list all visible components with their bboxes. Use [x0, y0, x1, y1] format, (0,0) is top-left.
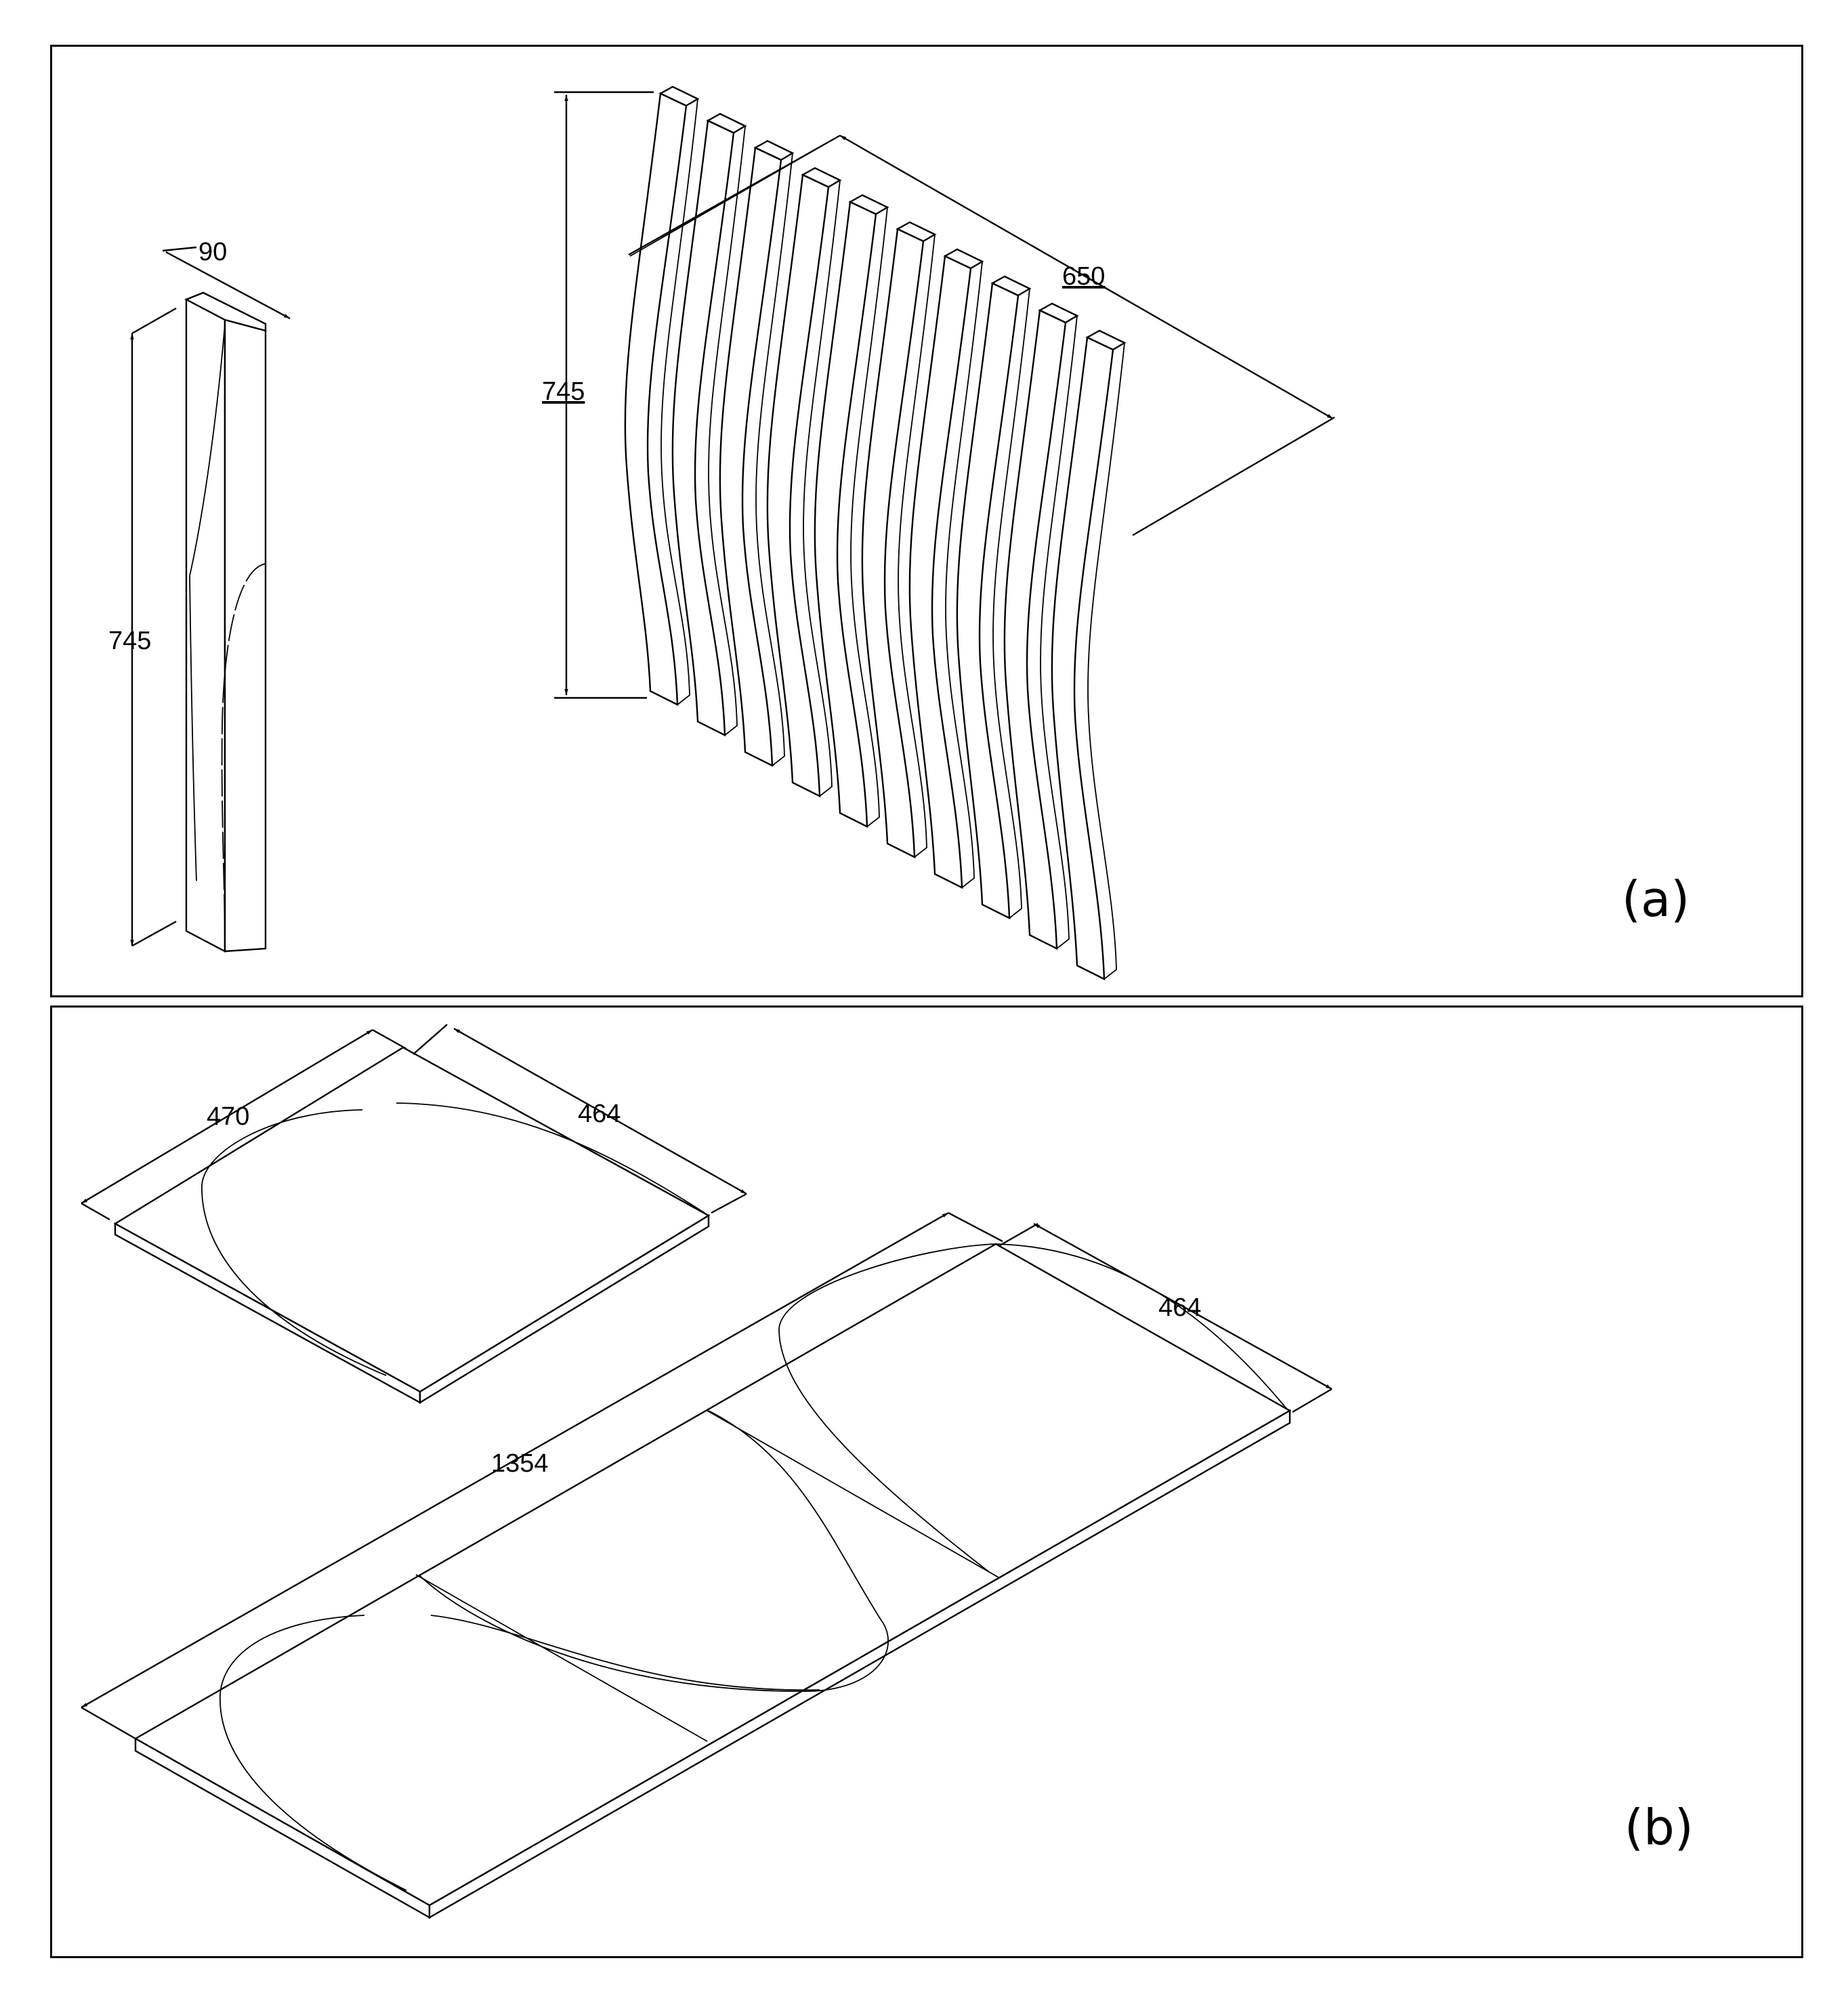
assembly-width-dimension: 650 [1062, 262, 1105, 291]
panel-a-label: (a) [1622, 871, 1689, 928]
plate-width-dimension: 464 [578, 1100, 621, 1128]
strip-thickness-dimension: 90 [198, 238, 227, 266]
slat [624, 85, 700, 706]
assembly-length-dimension: 1354 [491, 1449, 549, 1478]
plate-length-dimension: 470 [207, 1102, 249, 1131]
panel-b-label: (b) [1624, 1799, 1694, 1856]
slat [671, 112, 747, 737]
strip-height-dimension: 745 [108, 627, 151, 655]
slat [766, 167, 842, 797]
slat [719, 140, 795, 767]
plate-assembly [133, 1243, 1292, 1920]
slat [1051, 329, 1127, 980]
single-strip [130, 246, 291, 953]
assembly-height-dimension: 745 [542, 377, 585, 406]
assembly-plate-width-dimension: 464 [1158, 1293, 1201, 1322]
strip-assembly [624, 85, 1127, 980]
